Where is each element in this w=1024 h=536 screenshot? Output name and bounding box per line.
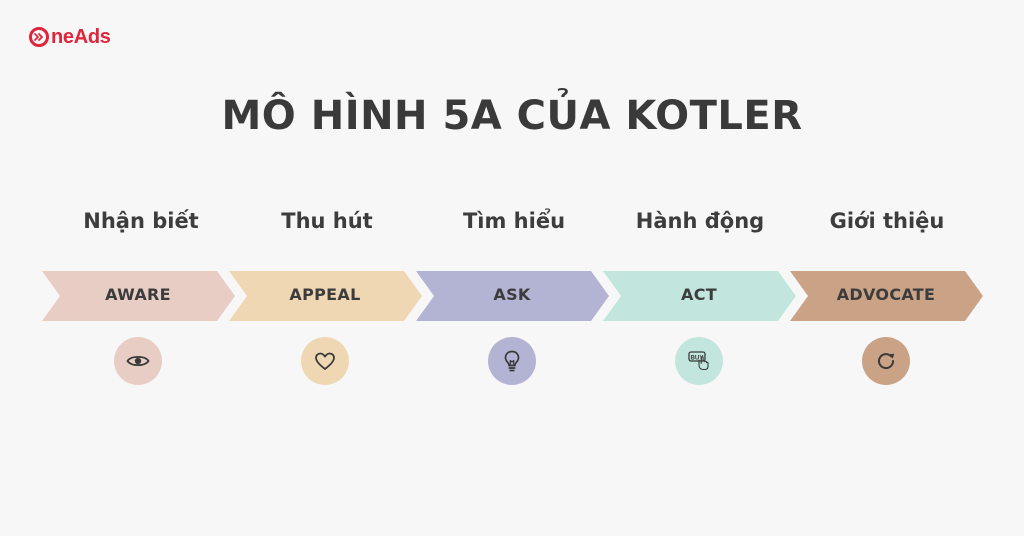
oneads-logo-mark-icon bbox=[29, 27, 49, 47]
icon-circle-advocate bbox=[862, 337, 910, 385]
chevron-advocate bbox=[790, 271, 983, 321]
step-label-appeal: Thu hút bbox=[281, 209, 373, 233]
chevron-ask bbox=[416, 271, 609, 321]
buy-icon: BUY bbox=[688, 351, 709, 371]
refresh-icon bbox=[878, 353, 895, 370]
eye-icon bbox=[126, 355, 150, 367]
stage-label-act: ACT bbox=[681, 285, 717, 304]
chevron-appeal bbox=[229, 271, 422, 321]
stage-label-appeal: APPEAL bbox=[289, 285, 361, 304]
step-label-aware: Nhận biết bbox=[83, 209, 199, 233]
step-label-advocate: Giới thiệu bbox=[829, 209, 945, 233]
stage-label-advocate: ADVOCATE bbox=[836, 285, 936, 304]
stage-label-ask: ASK bbox=[493, 285, 531, 304]
step-label-act: Hành động bbox=[635, 209, 765, 233]
oneads-logo: neAds bbox=[28, 26, 111, 48]
icon-circle-aware bbox=[114, 337, 162, 385]
svg-text:BUY: BUY bbox=[690, 354, 704, 361]
step-label-ask: Tìm hiểu bbox=[462, 209, 566, 233]
heart-icon bbox=[315, 352, 335, 370]
chevron-act bbox=[603, 271, 796, 321]
icon-circle-act: BUY bbox=[675, 337, 723, 385]
lightbulb-icon bbox=[504, 350, 520, 372]
icon-circle-appeal bbox=[301, 337, 349, 385]
oneads-logo-text: neAds bbox=[51, 26, 111, 48]
icon-circle-ask bbox=[488, 337, 536, 385]
chevron-aware bbox=[42, 271, 235, 321]
page-title: MÔ HÌNH 5A CỦA KOTLER bbox=[221, 93, 803, 139]
stage-label-aware: AWARE bbox=[105, 285, 171, 304]
